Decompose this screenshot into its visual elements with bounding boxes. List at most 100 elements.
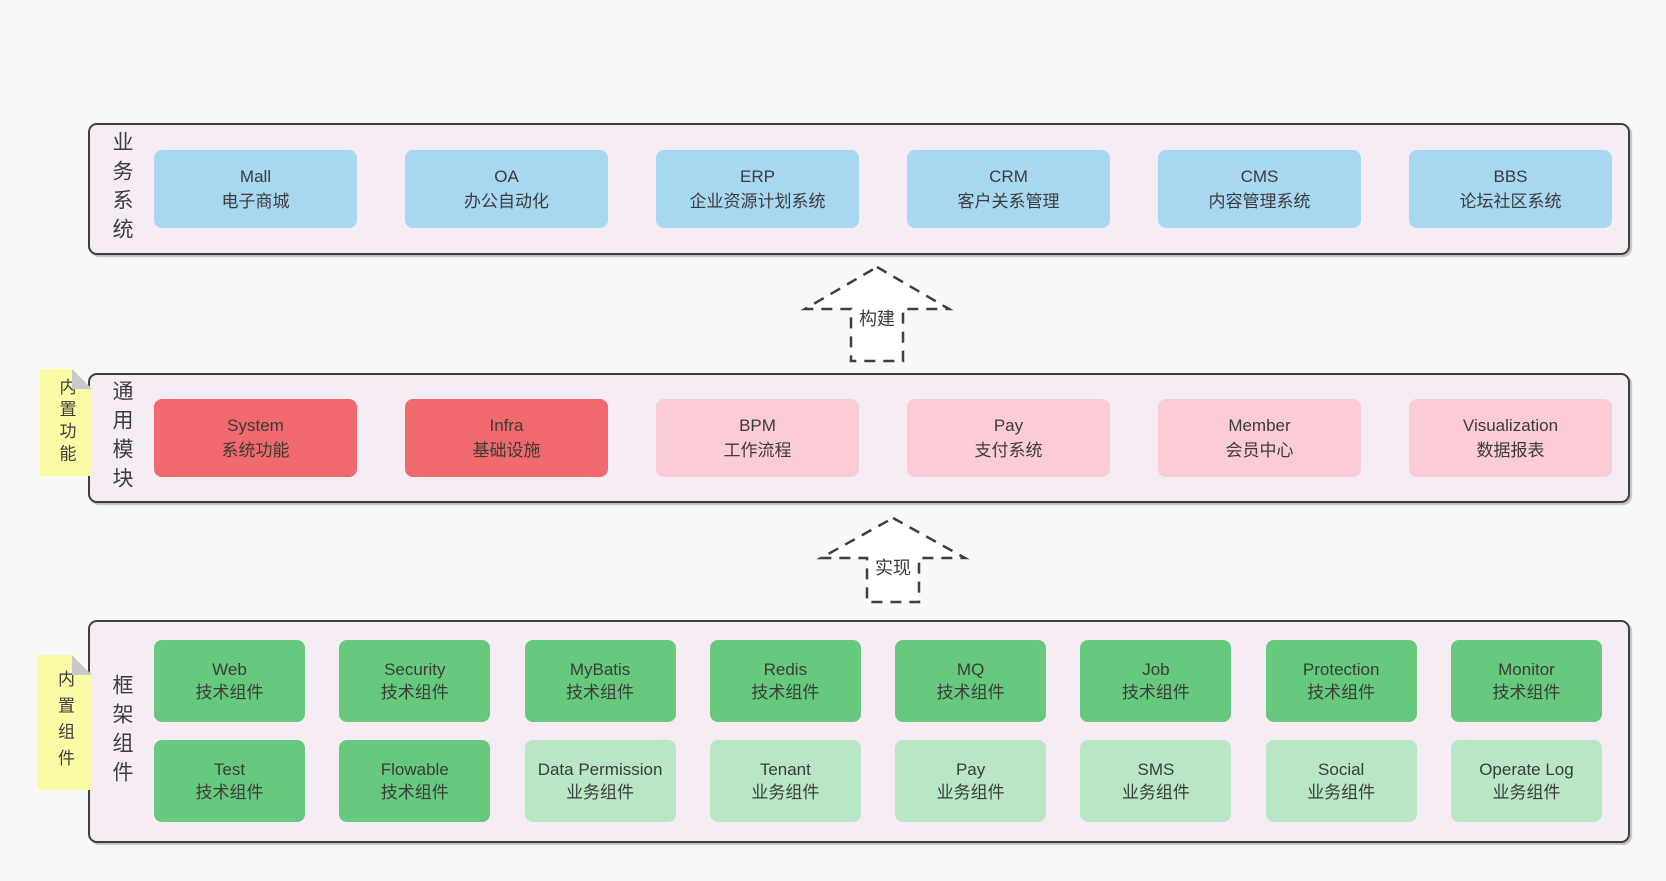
box-subtitle: 技术组件 [566, 683, 635, 702]
box-system: System 系统功能 [154, 399, 357, 477]
box-title: MyBatis [569, 660, 631, 679]
box-subtitle: 办公自动化 [464, 192, 549, 211]
sticky-label: 内置组件 [55, 669, 74, 776]
box-subtitle: 支付系统 [974, 441, 1043, 460]
box-title: OA [494, 167, 519, 186]
arrow-label: 实现 [875, 558, 911, 578]
box-pay: Pay 支付系统 [907, 399, 1110, 477]
layer-label-business: 业务系统 [110, 131, 133, 247]
box-subtitle: 业务组件 [566, 783, 635, 802]
component-row-2: Test 技术组件 Flowable 技术组件 Data Permission … [154, 740, 1602, 822]
layer-common-modules: 通用模块 System 系统功能 Infra 基础设施 BPM 工作流程 Pay… [88, 373, 1630, 503]
box-title: Flowable [380, 760, 449, 779]
box-title: Social [1318, 760, 1365, 779]
layer-framework-components: 框架组件 Web 技术组件 Security 技术组件 MyBatis 技术组件… [88, 620, 1630, 843]
box-subtitle: 客户关系管理 [957, 192, 1060, 211]
component-row-1: Web 技术组件 Security 技术组件 MyBatis 技术组件 Redi… [154, 640, 1602, 722]
box-subtitle: 论坛社区系统 [1459, 192, 1562, 211]
box-subtitle: 技术组件 [380, 783, 449, 802]
box-job: Job 技术组件 [1080, 640, 1232, 722]
box-member: Member 会员中心 [1158, 399, 1361, 477]
box-title: System [227, 416, 284, 435]
sticky-note-builtin-features: 内置功能 [40, 369, 92, 476]
box-subtitle: 技术组件 [1492, 683, 1561, 702]
box-subtitle: 业务组件 [936, 783, 1005, 802]
box-infra: Infra 基础设施 [405, 399, 608, 477]
box-title: Test [213, 760, 246, 779]
box-title: Pay [993, 416, 1024, 435]
box-title: Mall [239, 167, 272, 186]
box-visualization: Visualization 数据报表 [1409, 399, 1612, 477]
box-pay-business: Pay 业务组件 [895, 740, 1047, 822]
arrow-implement: 实现 [816, 514, 970, 606]
box-subtitle: 系统功能 [221, 441, 290, 460]
box-subtitle: 技术组件 [380, 683, 449, 702]
box-title: Redis [763, 660, 808, 679]
box-subtitle: 电子商城 [221, 192, 290, 211]
sticky-note-builtin-components: 内置组件 [37, 655, 92, 790]
box-subtitle: 技术组件 [936, 683, 1005, 702]
box-title: BBS [1493, 167, 1528, 186]
box-subtitle: 技术组件 [751, 683, 820, 702]
box-bpm: BPM 工作流程 [656, 399, 859, 477]
box-title: Protection [1302, 660, 1380, 679]
box-subtitle: 基础设施 [472, 441, 541, 460]
box-title: Visualization [1462, 416, 1559, 435]
dashed-up-arrow-icon [800, 265, 954, 363]
box-cms: CMS 内容管理系统 [1158, 150, 1361, 228]
box-title: SMS [1137, 760, 1175, 779]
box-title: BPM [739, 416, 776, 435]
box-title: MQ [956, 660, 985, 679]
box-subtitle: 业务组件 [1492, 783, 1561, 802]
box-bbs: BBS 论坛社区系统 [1409, 150, 1612, 228]
box-subtitle: 技术组件 [1121, 683, 1190, 702]
box-subtitle: 内容管理系统 [1208, 192, 1311, 211]
box-mall: Mall 电子商城 [154, 150, 357, 228]
dashed-up-arrow-icon [816, 516, 970, 604]
box-subtitle: 业务组件 [1307, 783, 1376, 802]
box-title: Web [212, 660, 247, 679]
box-web: Web 技术组件 [154, 640, 305, 722]
box-title: Security [384, 660, 446, 679]
box-redis: Redis 技术组件 [709, 640, 861, 722]
box-security: Security 技术组件 [339, 640, 491, 722]
box-oa: OA 办公自动化 [405, 150, 608, 228]
layer-label-components: 框架组件 [110, 673, 133, 790]
box-title: Operate Log [1479, 760, 1574, 779]
box-title: Job [1142, 660, 1170, 679]
box-subtitle: 技术组件 [1307, 683, 1376, 702]
layer-label-modules: 通用模块 [110, 380, 133, 496]
box-title: CMS [1240, 167, 1279, 186]
box-title: Infra [489, 416, 524, 435]
box-title: Tenant [759, 760, 811, 779]
box-tenant: Tenant 业务组件 [709, 740, 861, 822]
box-subtitle: 业务组件 [751, 783, 820, 802]
sticky-label: 内置功能 [56, 378, 76, 467]
box-monitor: Monitor 技术组件 [1450, 640, 1602, 722]
box-title: Data Permission [537, 760, 663, 779]
component-boxes: Web 技术组件 Security 技术组件 MyBatis 技术组件 Redi… [154, 622, 1602, 841]
box-mq: MQ 技术组件 [895, 640, 1047, 722]
box-title: CRM [989, 167, 1028, 186]
layer-business-systems: 业务系统 Mall 电子商城 OA 办公自动化 ERP 企业资源计划系统 CRM… [88, 123, 1630, 255]
box-subtitle: 数据报表 [1476, 441, 1545, 460]
box-mybatis: MyBatis 技术组件 [524, 640, 676, 722]
box-title: Monitor [1498, 660, 1555, 679]
box-subtitle: 会员中心 [1225, 441, 1294, 460]
box-subtitle: 技术组件 [195, 783, 264, 802]
box-title: Member [1228, 416, 1291, 435]
box-subtitle: 企业资源计划系统 [689, 192, 826, 211]
business-boxes: Mall 电子商城 OA 办公自动化 ERP 企业资源计划系统 CRM 客户关系… [154, 125, 1612, 253]
arrow-build: 构建 [800, 263, 954, 365]
box-sms: SMS 业务组件 [1080, 740, 1232, 822]
box-test: Test 技术组件 [154, 740, 305, 822]
box-subtitle: 技术组件 [195, 683, 264, 702]
arrow-label: 构建 [859, 309, 895, 329]
box-title: Pay [955, 760, 986, 779]
box-subtitle: 工作流程 [723, 441, 792, 460]
box-social: Social 业务组件 [1265, 740, 1417, 822]
box-operate-log: Operate Log 业务组件 [1450, 740, 1602, 822]
box-crm: CRM 客户关系管理 [907, 150, 1110, 228]
box-protection: Protection 技术组件 [1265, 640, 1417, 722]
